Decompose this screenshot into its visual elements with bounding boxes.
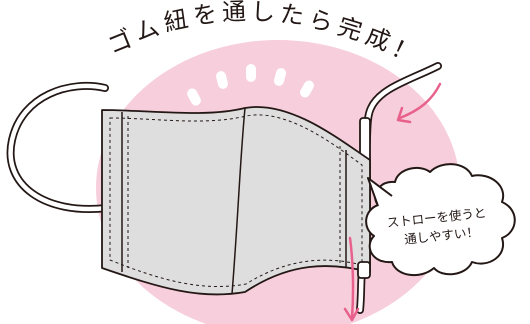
- sparkle-dash: [246, 64, 256, 82]
- sparkle-dash: [187, 88, 201, 106]
- arrow-shaft: [398, 82, 442, 120]
- bubble-tail-cover: [372, 186, 392, 208]
- title-char: ら: [306, 5, 335, 37]
- title-char: ム: [131, 13, 162, 47]
- insert-arrow-bottom: [343, 236, 360, 322]
- bubble-cloud-shape: [365, 163, 516, 277]
- tip-speech-bubble: ストローを使うと 通しやすい！: [365, 163, 516, 277]
- title-char: 紐: [161, 5, 190, 37]
- sparkle-dash: [216, 71, 228, 89]
- insert-arrow-top: [396, 82, 442, 124]
- title-char: た: [278, 0, 305, 30]
- sparkle-dash: [273, 68, 287, 86]
- title-char: ゴ: [104, 25, 137, 60]
- mask-center-seam: [231, 107, 246, 295]
- left-ear-loop-inner: [8, 83, 110, 212]
- sparkle-dash: [300, 80, 314, 98]
- arrow-head: [343, 307, 360, 322]
- mask-fabric: [101, 106, 371, 296]
- title-char: を: [191, 0, 218, 30]
- arrow-head: [396, 106, 412, 124]
- title-char: し: [251, 0, 276, 26]
- arrow-shaft: [348, 236, 355, 320]
- mask-body: [101, 106, 371, 296]
- left-ear-loop: [6, 81, 111, 213]
- mask-stitch-line: [109, 114, 363, 287]
- straw-tip: [357, 261, 371, 279]
- title-char: 通: [222, 0, 247, 26]
- title-char: 完: [334, 12, 365, 46]
- title-char: ！: [387, 34, 421, 70]
- sparkle-dashes: [187, 64, 314, 106]
- title-char: 成: [362, 22, 394, 57]
